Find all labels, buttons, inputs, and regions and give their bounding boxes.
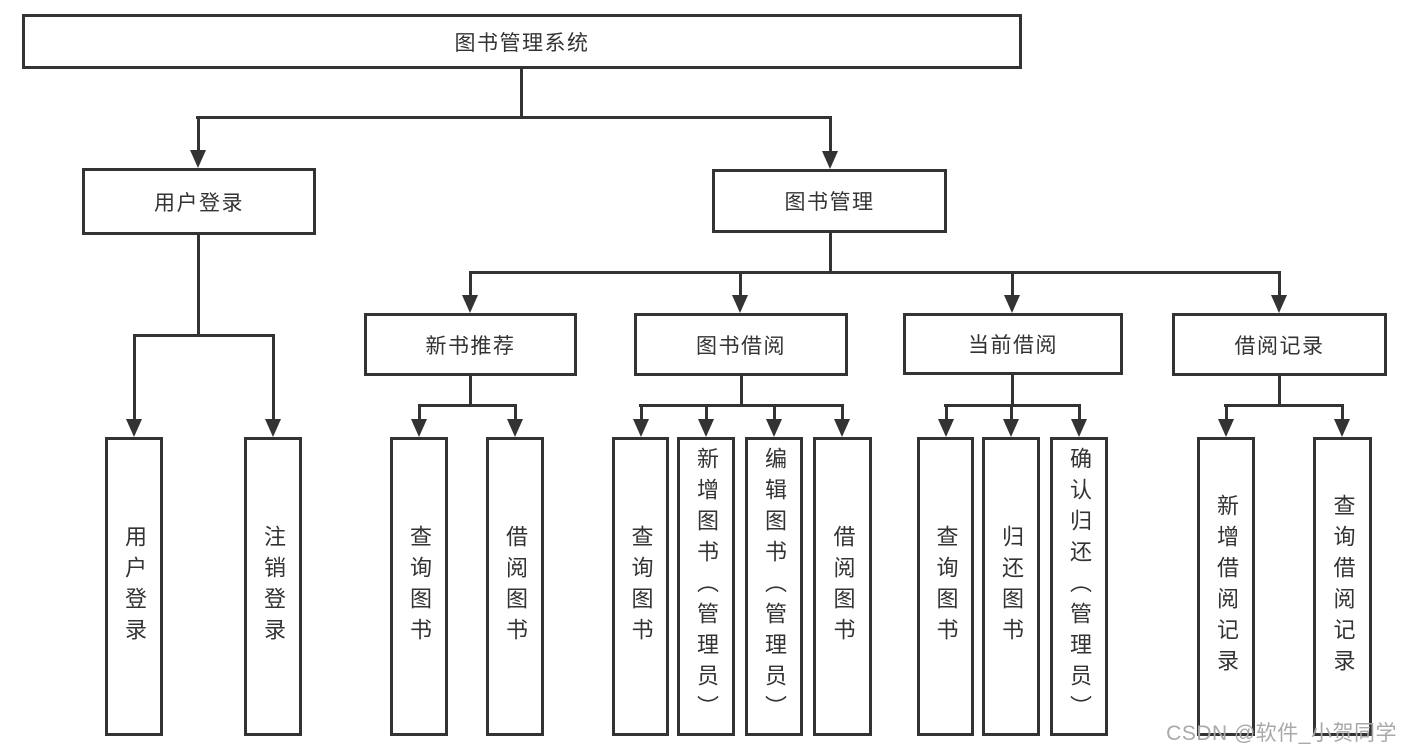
connector-leafbar-borrow: [638, 404, 844, 407]
arrowhead-icon: [1003, 419, 1019, 437]
connector-stub: [739, 376, 743, 406]
leaf-query-books-recommend: 查询图书: [390, 437, 448, 736]
leaf-query-books-borrow: 查询图书: [612, 437, 669, 736]
arrowhead-icon: [462, 295, 478, 313]
node-book-borrow: 图书借阅: [634, 313, 848, 376]
leaf-query-borrow-record: 查询借阅记录: [1313, 437, 1372, 736]
connector-bookmgmt-stub: [828, 233, 832, 273]
leaf-borrow-books-recommend: 借阅图书: [486, 437, 544, 736]
leaf-add-borrow-record: 新增借阅记录: [1197, 437, 1255, 736]
connector-arrow-shaft: [196, 116, 200, 152]
csdn-watermark: CSDN @软件_小贺同学: [1166, 722, 1397, 745]
arrowhead-icon: [1271, 295, 1287, 313]
arrowhead-icon: [766, 419, 782, 437]
node-borrow-records: 借阅记录: [1172, 313, 1387, 376]
connector-stub: [1010, 375, 1014, 406]
leaf-return-books: 归还图书: [982, 437, 1040, 736]
node-user-login: 用户登录: [82, 168, 316, 235]
connector-arrow-shaft: [639, 404, 643, 421]
leaf-add-books-admin: 新增图书（管理员）: [677, 437, 735, 736]
connector-level2-bar: [196, 116, 832, 119]
connector-leafbar-recommend: [417, 404, 517, 407]
connector-arrow-shaft: [1010, 271, 1014, 297]
leaf-edit-books-admin: 编辑图书（管理员）: [745, 437, 803, 736]
connector-arrow-shaft: [271, 334, 275, 421]
connector-arrow-shaft: [513, 404, 517, 421]
connector-arrow-shaft: [417, 404, 421, 421]
arrowhead-icon: [938, 419, 954, 437]
arrowhead-icon: [1218, 419, 1234, 437]
arrowhead-icon: [822, 151, 838, 169]
connector-arrow-shaft: [1009, 404, 1013, 421]
arrowhead-icon: [507, 419, 523, 437]
leaf-user-login: 用户登录: [105, 437, 163, 736]
leaf-query-books-current: 查询图书: [917, 437, 974, 736]
arrowhead-icon: [698, 419, 714, 437]
connector-stub: [1277, 376, 1281, 406]
arrowhead-icon: [732, 295, 748, 313]
arrowhead-icon: [834, 419, 850, 437]
arrowhead-icon: [411, 419, 427, 437]
connector-stub: [468, 376, 472, 406]
connector-arrow-shaft: [944, 404, 948, 421]
arrowhead-icon: [265, 419, 281, 437]
connector-userlogin-stub: [196, 235, 200, 336]
connector-arrow-shaft: [1224, 404, 1228, 421]
node-current-borrow: 当前借阅: [903, 313, 1123, 375]
connector-arrow-shaft: [1340, 404, 1344, 421]
leaf-borrow-books: 借阅图书: [813, 437, 872, 736]
connector-arrow-shaft: [704, 404, 708, 421]
connector-level3-bar: [468, 271, 1281, 274]
node-book-management: 图书管理: [712, 169, 947, 233]
arrowhead-icon: [1004, 295, 1020, 313]
node-new-book-recommend: 新书推荐: [364, 313, 577, 376]
connector-root-stub: [520, 69, 523, 118]
arrowhead-icon: [190, 150, 206, 168]
connector-arrow-shaft: [468, 271, 472, 297]
connector-leafbar-records: [1223, 404, 1344, 407]
connector-arrow-shaft: [132, 334, 136, 421]
connector-arrow-shaft: [840, 404, 844, 421]
connector-userlogin-bar: [132, 334, 275, 337]
node-library-system: 图书管理系统: [22, 14, 1022, 69]
connector-arrow-shaft: [772, 404, 776, 421]
arrowhead-icon: [126, 419, 142, 437]
leaf-confirm-return-admin: 确认归还（管理员）: [1050, 437, 1108, 736]
arrowhead-icon: [1334, 419, 1350, 437]
leaf-logout: 注销登录: [244, 437, 302, 736]
connector-arrow-shaft: [738, 271, 742, 297]
connector-arrow-shaft: [828, 116, 832, 153]
connector-arrow-shaft: [1277, 271, 1281, 297]
arrowhead-icon: [1071, 419, 1087, 437]
arrowhead-icon: [633, 419, 649, 437]
connector-arrow-shaft: [1077, 404, 1081, 421]
